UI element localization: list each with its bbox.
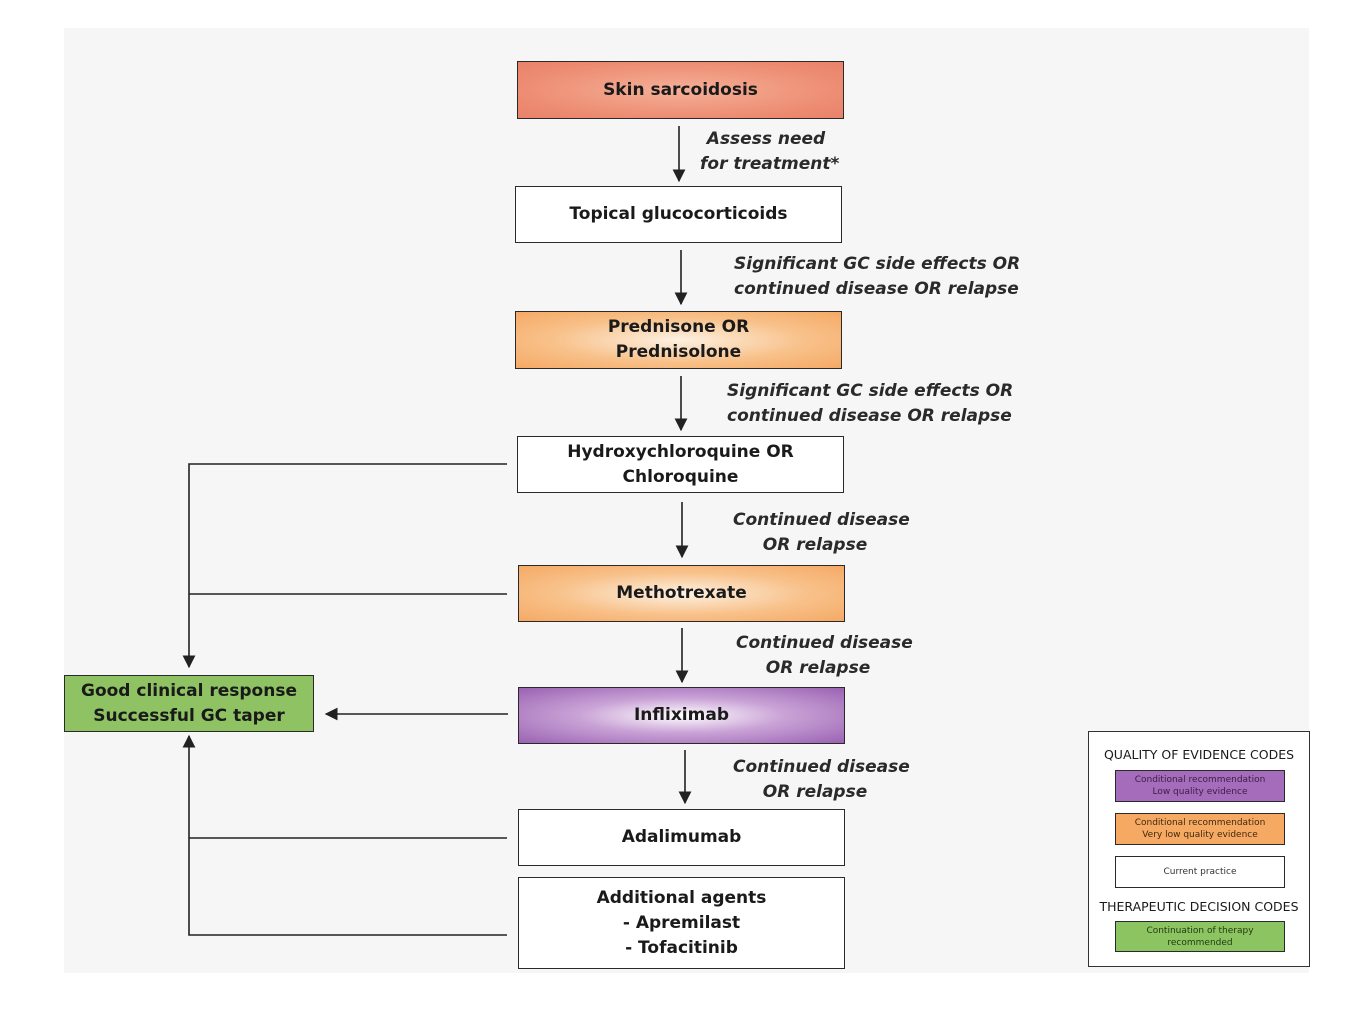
edge-label-continued-3: Continued disease OR relapse xyxy=(733,755,910,805)
edge-label-continued-1: Continued disease OR relapse xyxy=(733,508,910,558)
node-topical-glucocorticoids: Topical glucocorticoids xyxy=(515,186,842,243)
node-methotrexate-label: Methotrexate xyxy=(616,583,747,603)
edge-label-continued-1-line2: OR relapse xyxy=(762,535,868,555)
node-topical-glucocorticoids-label: Topical glucocorticoids xyxy=(569,204,788,224)
node-additional-agents-line3: - Tofacitinib xyxy=(625,937,738,958)
node-prednisone-line2: Prednisolone xyxy=(615,342,742,362)
legend-purple-line2: Low quality evidence xyxy=(1152,787,1248,797)
node-hydroxychloroquine-line1: Hydroxychloroquine OR xyxy=(567,441,794,462)
edge-label-gc-1-line1: Significant GC side effects OR xyxy=(734,254,1021,274)
node-additional-agents: Additional agents - Apremilast - Tofacit… xyxy=(518,877,845,969)
edge-label-gc-2-line2: continued disease OR relapse xyxy=(727,406,1012,426)
legend-quality-title: QUALITY OF EVIDENCE CODES xyxy=(1103,747,1295,762)
connector-additional-to-good xyxy=(182,734,507,936)
edge-label-continued-1-line1: Continued disease xyxy=(733,510,910,530)
edge-label-gc-2: Significant GC side effects OR continued… xyxy=(727,379,1014,429)
legend-swatch-orange: Conditional recommendation Very low qual… xyxy=(1115,813,1285,845)
node-prednisone-line1: Prednisone OR xyxy=(607,317,750,337)
legend-orange-line2: Very low quality evidence xyxy=(1142,830,1258,840)
edge-label-assess: Assess need for treatment* xyxy=(700,127,840,177)
legend-white-line1: Current practice xyxy=(1163,867,1237,877)
edge-label-continued-2-line1: Continued disease xyxy=(736,633,913,653)
edge-label-assess-line2: for treatment* xyxy=(700,154,840,174)
node-adalimumab-label: Adalimumab xyxy=(621,827,742,847)
node-additional-agents-line1: Additional agents xyxy=(596,887,767,908)
node-infliximab-label: Infliximab xyxy=(633,705,729,725)
node-good-clinical-response-line1: Good clinical response xyxy=(81,680,297,701)
node-adalimumab: Adalimumab xyxy=(518,809,845,866)
node-skin-sarcoidosis-label: Skin sarcoidosis xyxy=(603,79,758,100)
legend-decision-title: THERAPEUTIC DECISION CODES xyxy=(1099,899,1299,914)
node-good-clinical-response: Good clinical response Successful GC tap… xyxy=(64,675,314,732)
edge-label-continued-2: Continued disease OR relapse xyxy=(736,631,913,681)
node-prednisone: Prednisone OR Prednisolone xyxy=(515,311,842,369)
node-good-clinical-response-line2: Successful GC taper xyxy=(93,705,285,726)
node-skin-sarcoidosis: Skin sarcoidosis xyxy=(517,61,844,119)
legend-purple-line1: Conditional recommendation xyxy=(1134,775,1266,785)
edge-label-assess-line1: Assess need xyxy=(706,129,826,149)
edge-label-continued-3-line2: OR relapse xyxy=(762,782,868,802)
node-hydroxychloroquine: Hydroxychloroquine OR Chloroquine xyxy=(517,436,844,493)
node-methotrexate: Methotrexate xyxy=(518,565,845,622)
edge-label-continued-3-line1: Continued disease xyxy=(733,757,910,777)
legend: QUALITY OF EVIDENCE CODES Conditional re… xyxy=(1088,731,1310,967)
edge-label-gc-2-line1: Significant GC side effects OR xyxy=(727,381,1014,401)
legend-orange-line1: Conditional recommendation xyxy=(1134,818,1266,828)
edge-label-gc-1-line2: continued disease OR relapse xyxy=(734,279,1019,299)
legend-green-line1: Continuation of therapy xyxy=(1146,925,1254,936)
legend-swatch-purple: Conditional recommendation Low quality e… xyxy=(1115,770,1285,802)
node-additional-agents-line2: - Apremilast xyxy=(622,912,741,933)
edge-label-gc-1: Significant GC side effects OR continued… xyxy=(734,252,1021,302)
connector-hydroxy-to-good xyxy=(182,463,507,669)
node-hydroxychloroquine-line2: Chloroquine xyxy=(622,466,739,487)
node-infliximab: Infliximab xyxy=(518,687,845,744)
legend-swatch-green: Continuation of therapy recommended xyxy=(1115,921,1285,952)
edge-label-continued-2-line2: OR relapse xyxy=(765,658,871,678)
legend-green-line2: recommended xyxy=(1167,937,1233,948)
legend-swatch-white: Current practice xyxy=(1115,856,1285,888)
